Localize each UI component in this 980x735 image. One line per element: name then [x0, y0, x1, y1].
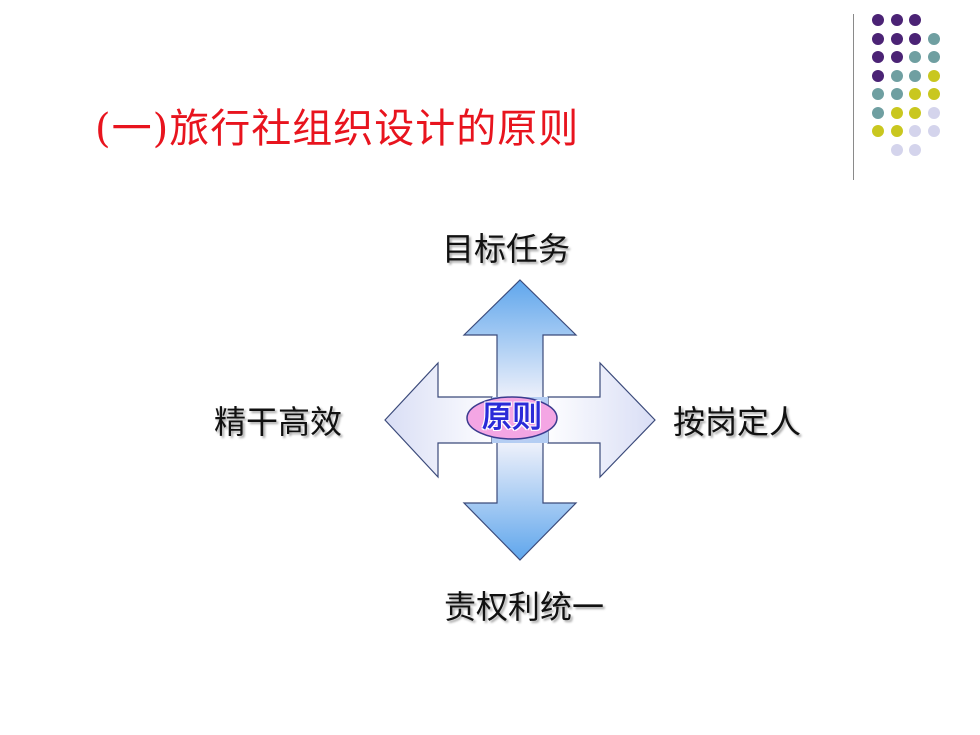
decor-dot — [909, 143, 921, 156]
principle-right-label: 按岗定人 — [673, 403, 802, 441]
decor-dot — [890, 106, 903, 119]
decor-dot — [927, 51, 940, 63]
arrow-down — [462, 438, 578, 561]
slide-title: (一)旅行社组织设计的原则 — [95, 106, 580, 152]
principle-top-label: 目标任务 — [442, 230, 571, 268]
decor-dot — [890, 51, 903, 63]
decor-dot — [927, 32, 940, 45]
decor-dot — [927, 125, 940, 137]
decor-dot — [909, 32, 921, 45]
decor-dot — [890, 88, 903, 100]
four-way-arrow — [384, 279, 656, 561]
arrow-up — [462, 279, 578, 404]
decor-dot — [872, 69, 884, 82]
principle-left-label: 精干高效 — [214, 403, 343, 441]
decor-dot — [872, 125, 884, 137]
arrow-right — [547, 361, 656, 479]
principle-bottom-label: 责权利统一 — [444, 588, 605, 626]
center-ellipse — [466, 396, 558, 440]
decor-dot — [890, 69, 903, 82]
decor-dot — [909, 51, 921, 63]
decor-dot — [909, 69, 921, 82]
decor-dot — [890, 14, 903, 26]
decor-dot — [909, 88, 921, 100]
decor-dot — [890, 143, 903, 156]
decor-dot — [890, 32, 903, 45]
divider-line — [853, 14, 854, 180]
decor-dot — [927, 69, 940, 82]
decor-dot — [927, 106, 940, 119]
decor-dot — [872, 88, 884, 100]
center-label: 原则 — [482, 400, 542, 435]
decor-dot — [872, 106, 884, 119]
decor-dot — [909, 106, 921, 119]
decor-dot — [927, 88, 940, 100]
dot-grid-decoration — [872, 14, 952, 164]
decor-dot — [872, 14, 884, 26]
decor-dot — [909, 14, 921, 26]
decor-dot — [872, 32, 884, 45]
decor-dot — [909, 125, 921, 137]
decor-dot — [890, 125, 903, 137]
decor-dot — [872, 51, 884, 63]
